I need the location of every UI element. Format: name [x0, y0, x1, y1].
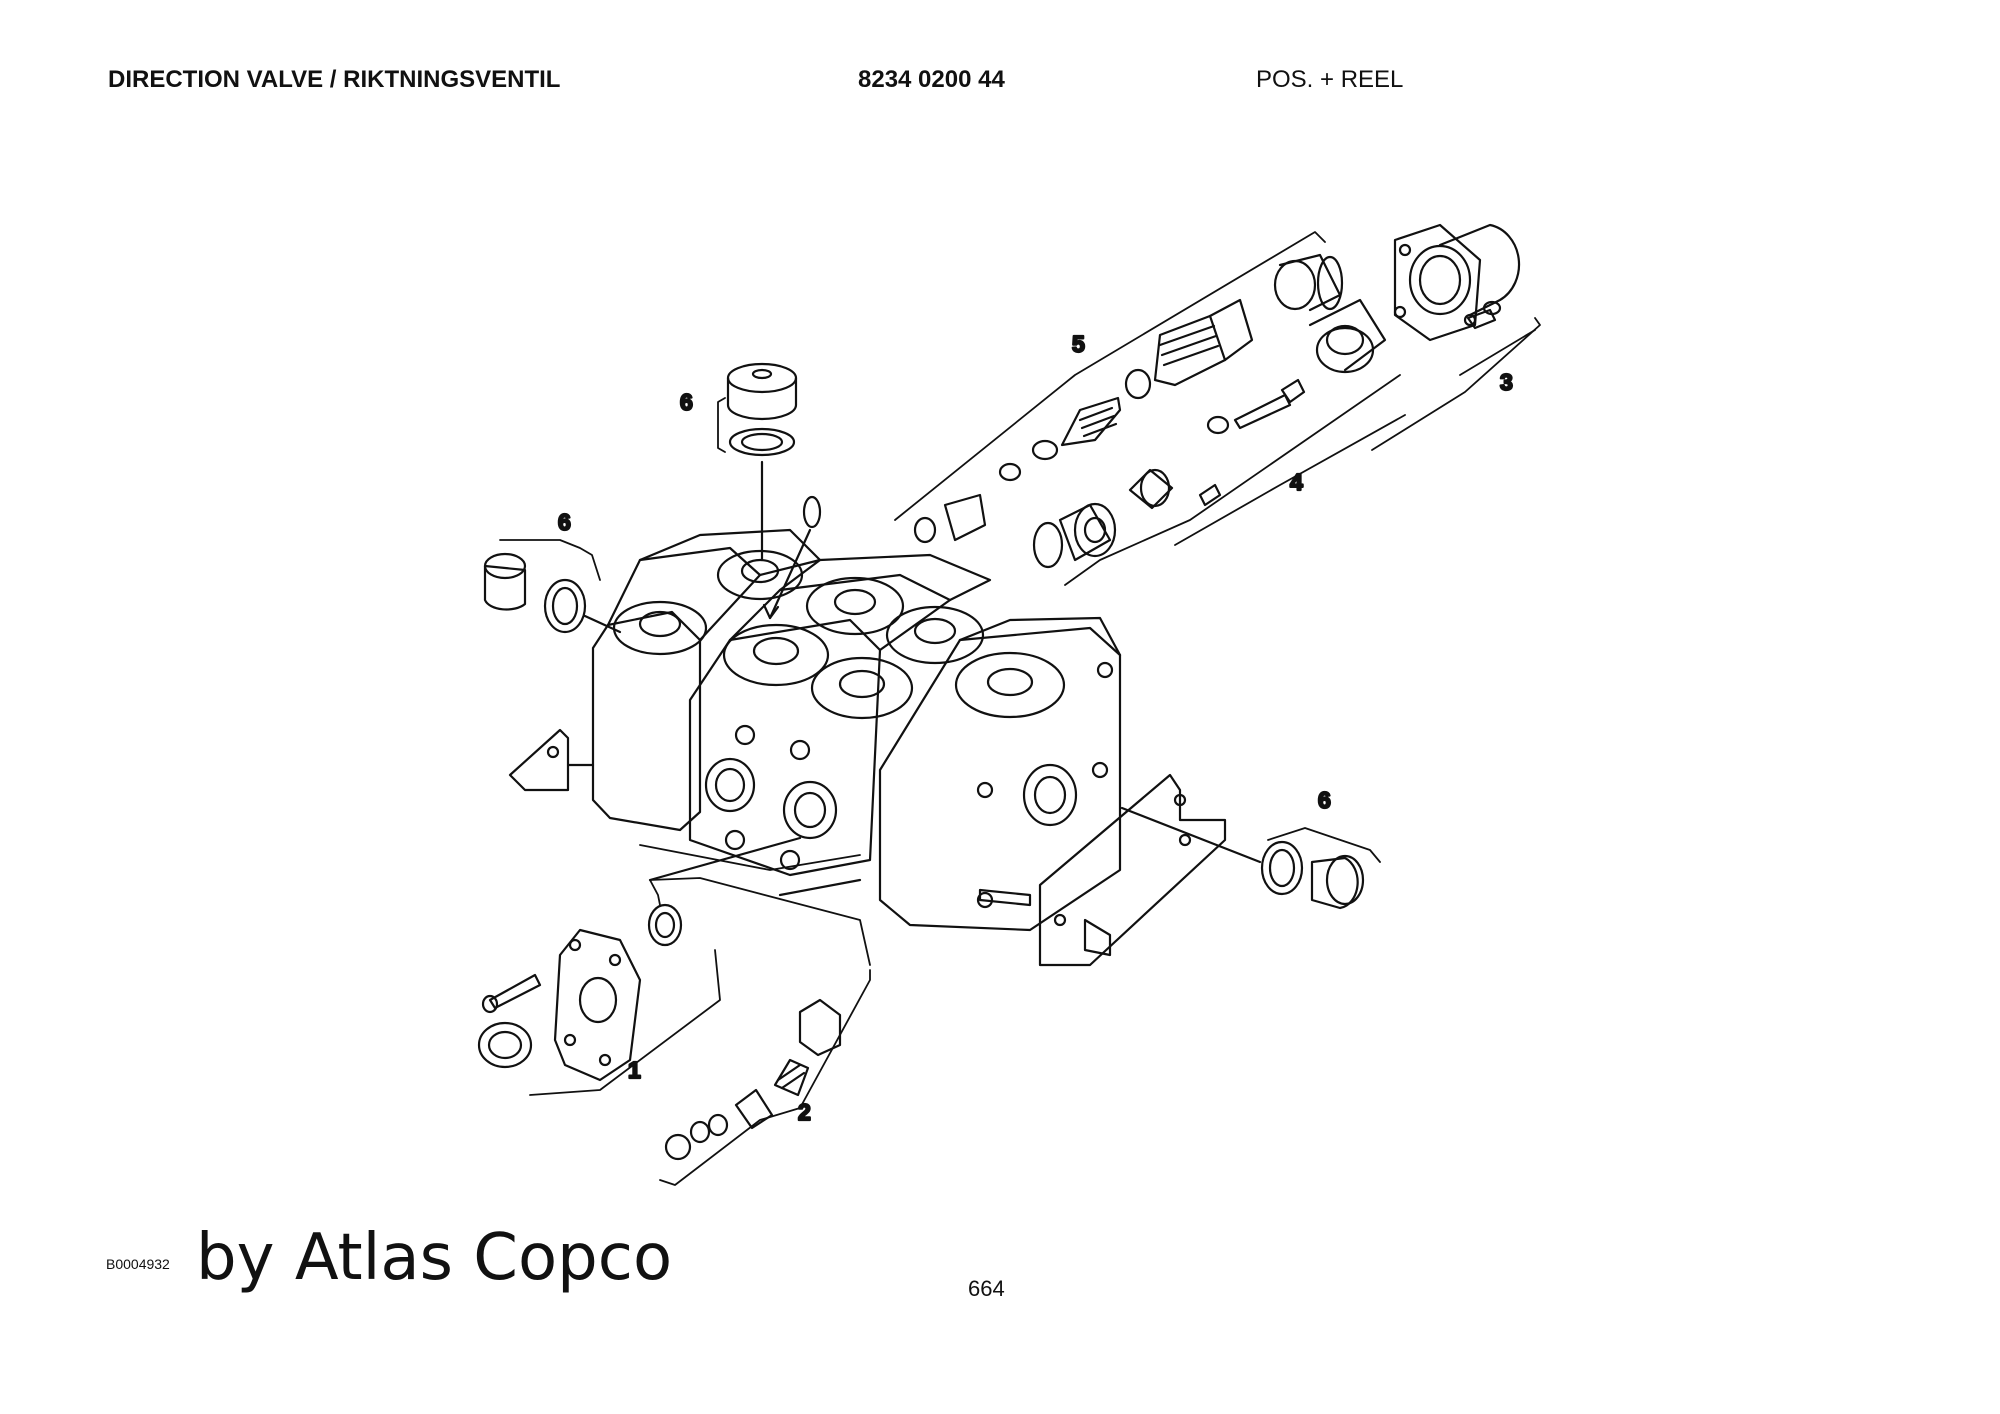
callout-1: 1 [628, 1057, 641, 1083]
callout-5: 5 [1072, 331, 1085, 357]
callout-4: 4 [1290, 469, 1303, 495]
page-number: 664 [968, 1276, 1005, 1301]
callout-brackets [499, 231, 1541, 1186]
callout-6-top: 6 [680, 389, 693, 415]
page-subtitle: POS. + REEL [1256, 66, 1404, 93]
callout-2: 2 [798, 1099, 811, 1125]
brand-text: by Atlas Copco [196, 1221, 673, 1295]
drawing-code: B0004932 [106, 1256, 170, 1272]
part-number: 8234 0200 44 [858, 66, 1005, 93]
exploded-parts [477, 223, 1521, 1161]
callout-6-right: 6 [1318, 787, 1331, 813]
valve-body [508, 528, 1227, 967]
page-title: DIRECTION VALVE / RIKTNINGSVENTIL [108, 66, 561, 93]
callout-3: 3 [1500, 369, 1513, 395]
callout-6-left: 6 [558, 509, 571, 535]
